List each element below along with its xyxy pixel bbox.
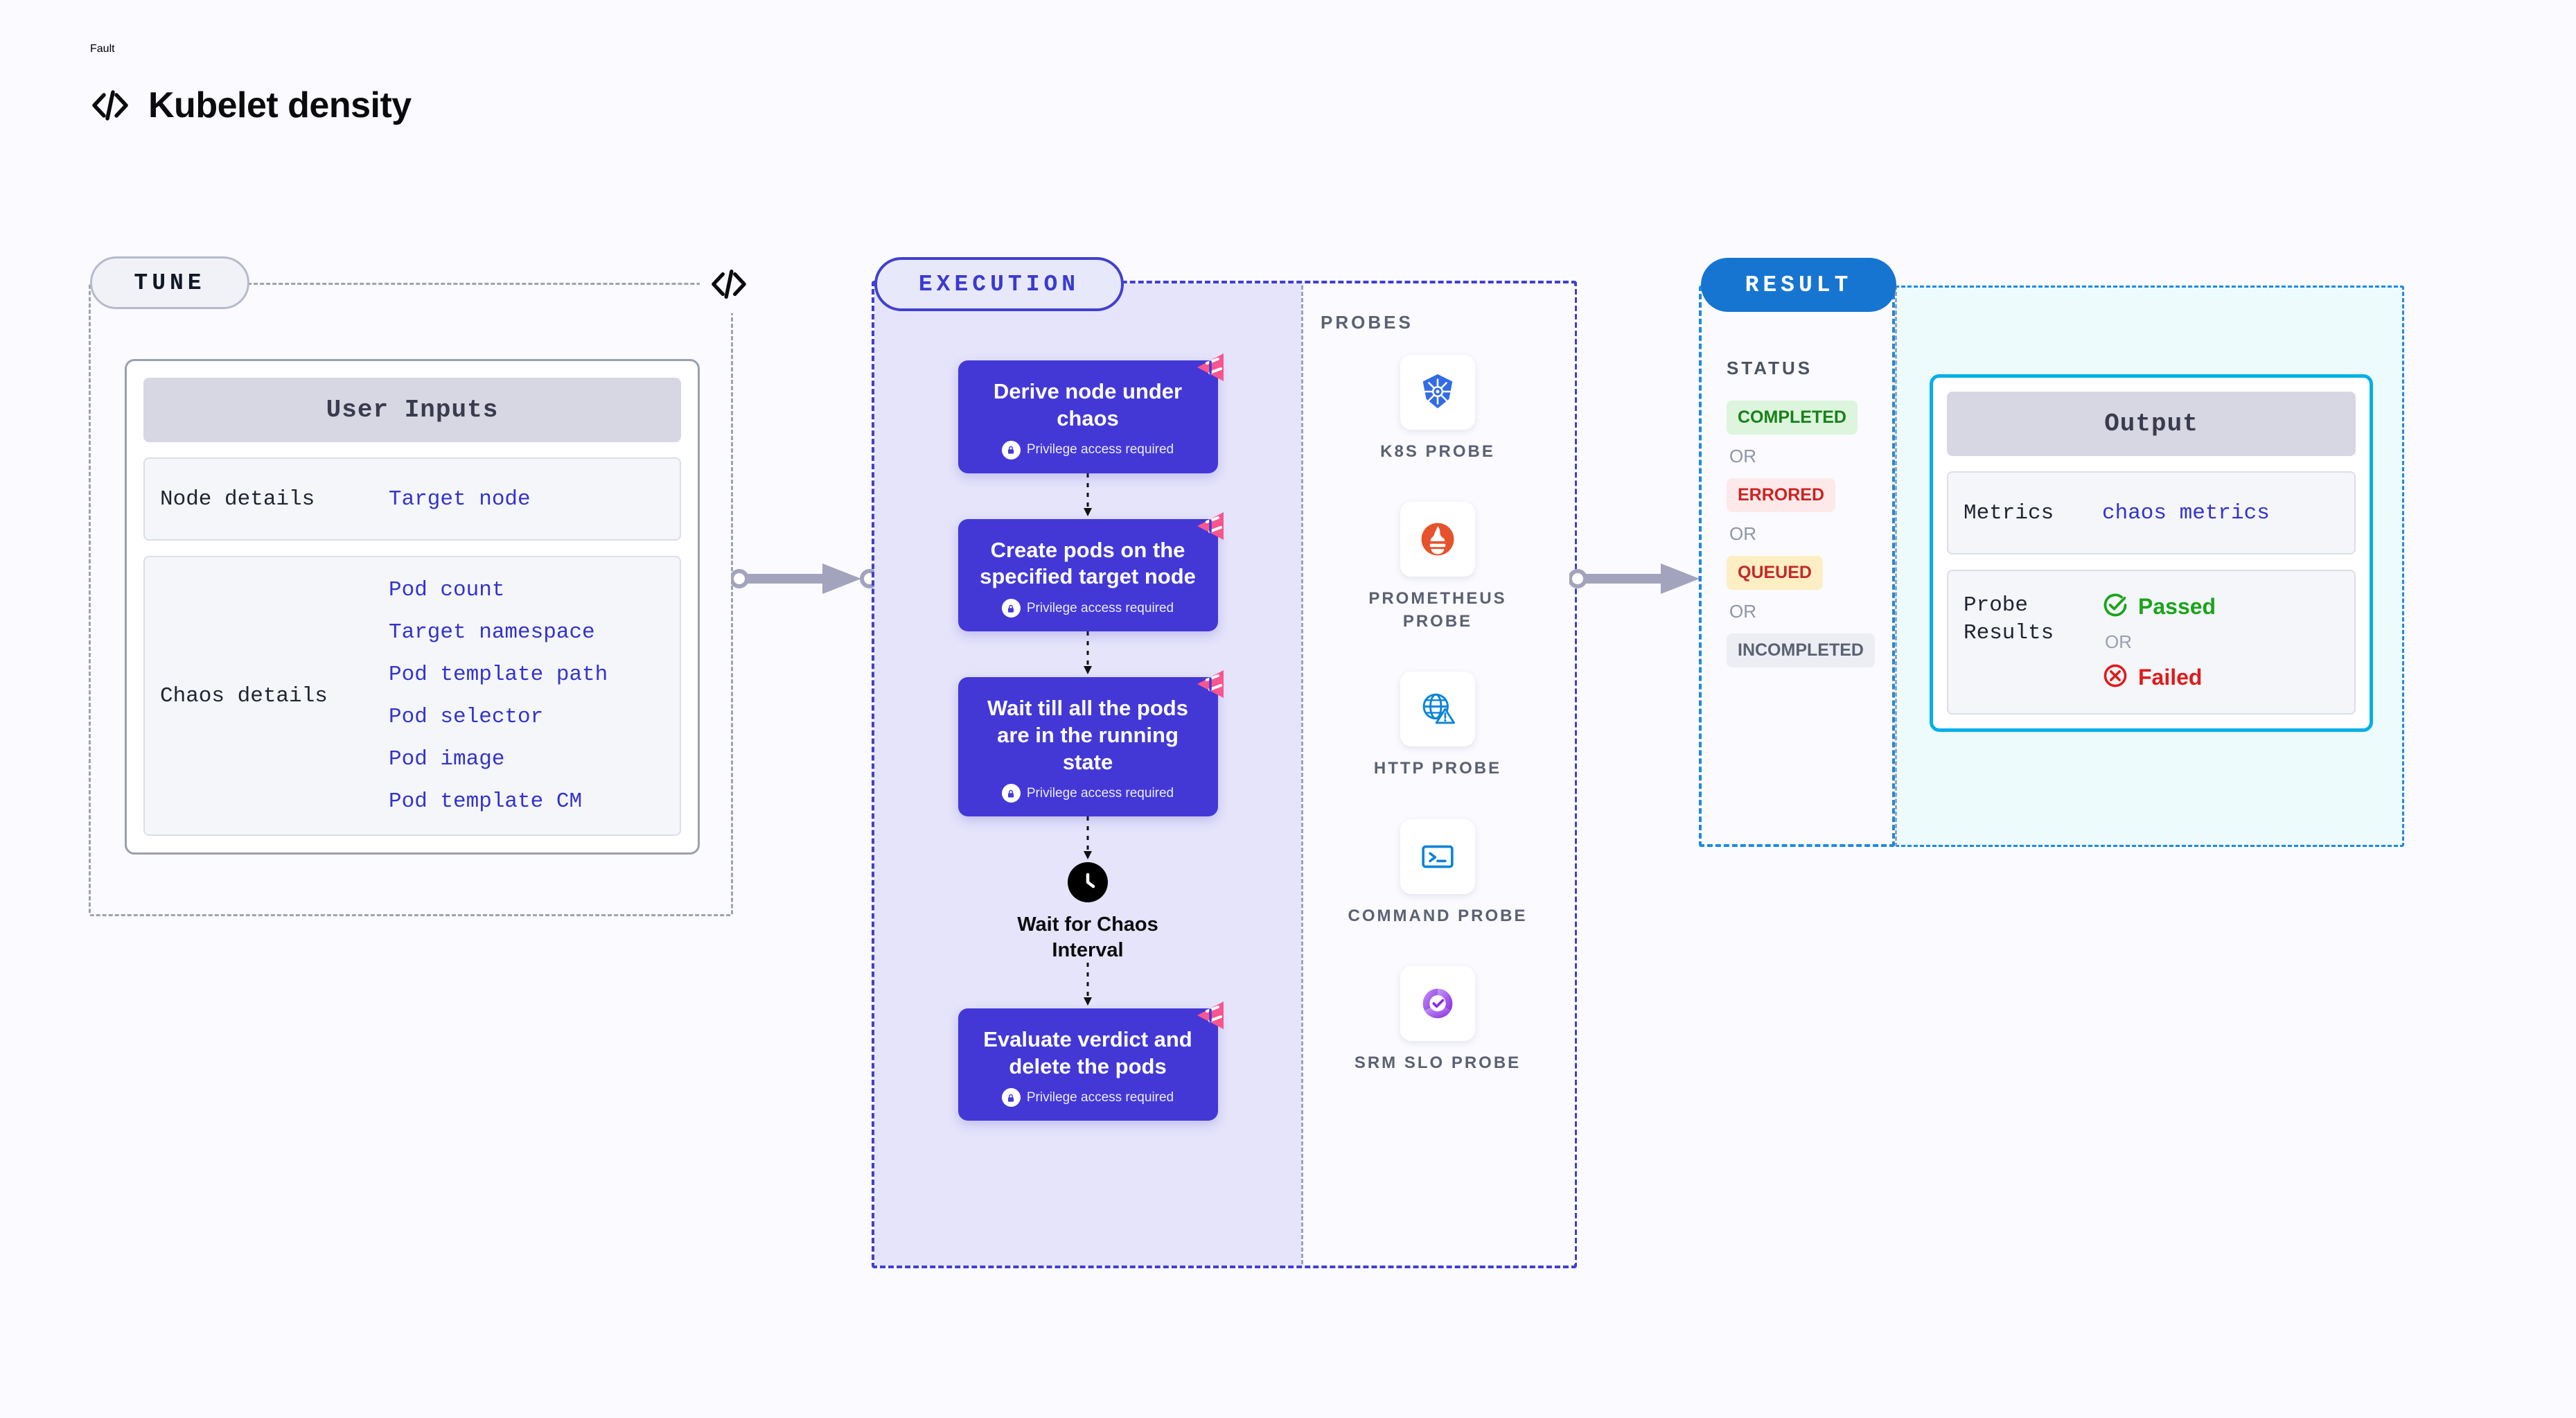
http-globe-icon [1400,672,1475,747]
flow-connector [1081,962,1095,1008]
step-title: Evaluate verdict and delete the pods [983,1026,1192,1078]
verdict-or-label: OR [2105,631,2132,652]
step-node[interactable]: Evaluate verdict and delete the pods Pri… [958,1001,1224,1121]
user-inputs-title: User Inputs [143,378,681,442]
status-or-label: OR [1729,601,1756,622]
user-inputs-card: User Inputs Node details Target node Cha… [125,359,700,855]
status-section-label: STATUS [1727,358,1813,378]
probes-section-label: PROBES [1321,312,1413,333]
harness-ribbon-icon [1193,508,1229,544]
probe-item-http[interactable]: HTTP PROBE [1344,672,1531,780]
probe-item-k8s[interactable]: K8S PROBE [1344,355,1531,463]
status-badge-incompleted: INCOMPLETED [1727,633,1875,667]
step-node[interactable]: Wait till all the pods are in the runnin… [958,670,1224,817]
probe-label: SRM SLO PROBE [1354,1053,1521,1072]
input-target-namespace[interactable]: Target namespace [389,620,595,645]
verdict-failed-label: Failed [2138,665,2203,690]
input-pod-image[interactable]: Pod image [389,747,505,771]
metrics-value[interactable]: chaos metrics [2102,500,2270,525]
tune-stage-badge[interactable]: TUNE [90,256,249,309]
execution-flow: Derive node under chaos Privilege access… [949,353,1226,1121]
lock-icon [1001,1088,1021,1108]
status-badge-completed: COMPLETED [1727,401,1858,435]
x-circle-icon [2102,663,2128,692]
status-badge-queued: QUEUED [1727,556,1823,590]
probe-results-row: Probe Results Passed OR [1947,570,2356,715]
check-circle-icon [2102,592,2128,622]
step-subtitle: Privilege access required [1026,785,1174,800]
lock-icon [1001,784,1021,803]
status-list: COMPLETED OR ERRORED OR QUEUED OR INCOMP… [1727,401,1893,667]
status-or-label: OR [1729,523,1756,544]
verdict-passed: Passed [2102,592,2216,622]
node-details-row: Node details Target node [143,457,681,541]
flow-connector [1081,816,1095,862]
row-key: Node details [160,487,315,511]
input-target-node[interactable]: Target node [389,487,531,511]
connector-tune-to-execution [730,558,883,603]
step-node[interactable]: Derive node under chaos Privilege access… [958,353,1224,473]
page-title: Kubelet density [148,85,412,125]
harness-ribbon-icon [1193,666,1229,702]
step-title: Wait till all the pods are in the runnin… [987,696,1188,774]
wait-node-label: Wait for Chaos Interval [1017,913,1158,961]
code-icon [90,85,130,125]
chaos-details-row: Chaos details Pod count Target namespace… [143,556,681,836]
probe-label: COMMAND PROBE [1348,906,1528,925]
verdict-failed: Failed [2102,663,2216,692]
fault-kicker: Fault [90,43,115,55]
probe-item-srm-slo[interactable]: SRM SLO PROBE [1344,965,1531,1074]
step-subtitle: Privilege access required [1026,1089,1174,1105]
input-pod-count[interactable]: Pod count [389,578,505,602]
flow-connector [1081,473,1095,519]
execution-stage-badge[interactable]: EXECUTION [874,257,1124,311]
page-header: Fault Kubelet density [90,43,412,126]
status-badge-errored: ERRORED [1727,478,1836,512]
input-pod-template-cm[interactable]: Pod template CM [389,789,583,814]
prometheus-icon [1400,502,1475,577]
input-pod-template-path[interactable]: Pod template path [389,663,608,687]
probe-label: PROMETHEUS PROBE [1368,589,1507,631]
harness-ribbon-icon [1193,997,1229,1033]
kubernetes-icon [1400,355,1475,430]
row-key: Metrics [1964,500,2054,525]
probe-label: K8S PROBE [1380,442,1495,461]
output-card-title: Output [1947,392,2356,456]
execution-stage-region [872,281,1577,1268]
flow-connector [1081,631,1095,677]
probes-region [1301,286,1575,1264]
probe-item-prometheus[interactable]: PROMETHEUS PROBE [1344,502,1531,633]
code-icon [700,255,758,313]
step-title: Create pods on the specified target node [980,537,1196,589]
result-stage-badge[interactable]: RESULT [1701,258,1896,312]
terminal-icon [1400,819,1475,894]
probes-list: K8S PROBE PROMETHEUS PROBE [1344,355,1531,1074]
step-node[interactable]: Create pods on the specified target node… [958,511,1224,631]
srm-slo-icon [1400,965,1475,1041]
step-subtitle: Privilege access required [1026,600,1174,615]
row-key: Probe Results [1964,593,2054,646]
probe-item-command[interactable]: COMMAND PROBE [1344,819,1531,927]
row-key: Chaos details [160,683,328,708]
lock-icon [1001,440,1021,459]
input-pod-selector[interactable]: Pod selector [389,705,544,729]
step-title: Derive node under chaos [993,379,1183,430]
wait-for-chaos-interval-node[interactable]: Wait for Chaos Interval [998,862,1178,963]
status-or-label: OR [1729,446,1756,466]
verdict-passed-label: Passed [2138,594,2216,619]
output-card: Output Metrics chaos metrics Probe Resul… [1930,374,2373,732]
harness-ribbon-icon [1193,349,1229,385]
metrics-row: Metrics chaos metrics [1947,471,2356,554]
probe-label: HTTP PROBE [1373,759,1502,778]
lock-icon [1001,599,1021,618]
clock-icon [1068,862,1108,903]
step-subtitle: Privilege access required [1026,442,1174,457]
